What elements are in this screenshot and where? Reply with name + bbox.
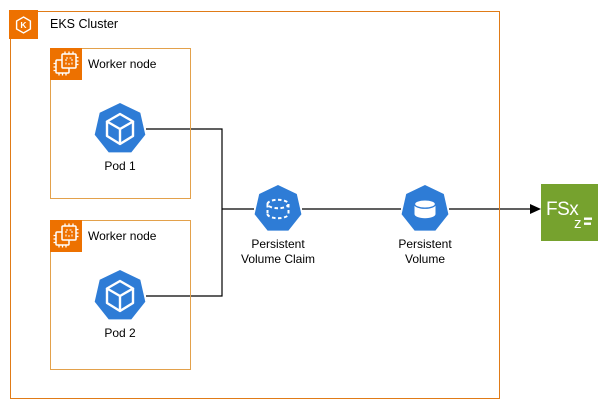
fsx-icon-text: FSx <box>546 199 579 220</box>
eks-cluster-icon: K <box>9 10 38 39</box>
worker-node-1-box <box>50 48 191 199</box>
eks-cluster-label: EKS Cluster <box>50 17 119 31</box>
pvc-label-line1: Persistent <box>251 237 305 251</box>
persistent-volume-claim-icon <box>254 185 302 231</box>
worker-node-2-cpu-icon <box>50 220 82 252</box>
pod-2-icon <box>94 270 146 320</box>
eks-icon-letter: K <box>20 20 27 30</box>
worker-node-2-box <box>50 220 191 370</box>
fsx-icon-sub-text: z <box>574 215 582 232</box>
fsx-openzfs-icon: FSx z <box>541 184 598 241</box>
eks-cluster-box <box>10 11 500 399</box>
pvc-label-line2: Volume Claim <box>240 252 316 266</box>
worker-node-2-label: Worker node <box>88 229 157 243</box>
worker-node-1-label: Worker node <box>88 57 157 71</box>
persistent-volume-claim-label: Persistent Volume Claim <box>218 237 338 267</box>
persistent-volume-icon <box>401 185 449 231</box>
pod-2-label: Pod 2 <box>104 326 136 340</box>
pod-1-label: Pod 1 <box>104 159 136 173</box>
pod1-to-pvc-connector <box>146 128 223 209</box>
persistent-volume-label: Persistent Volume <box>365 237 485 267</box>
pv-label-line2: Volume <box>404 252 446 266</box>
pod-1-icon <box>94 103 146 153</box>
pv-label-line1: Persistent <box>398 237 452 251</box>
arrowhead-icon <box>530 204 541 214</box>
worker-node-1-cpu-icon <box>50 48 82 80</box>
pod2-to-pvc-connector <box>146 209 223 297</box>
